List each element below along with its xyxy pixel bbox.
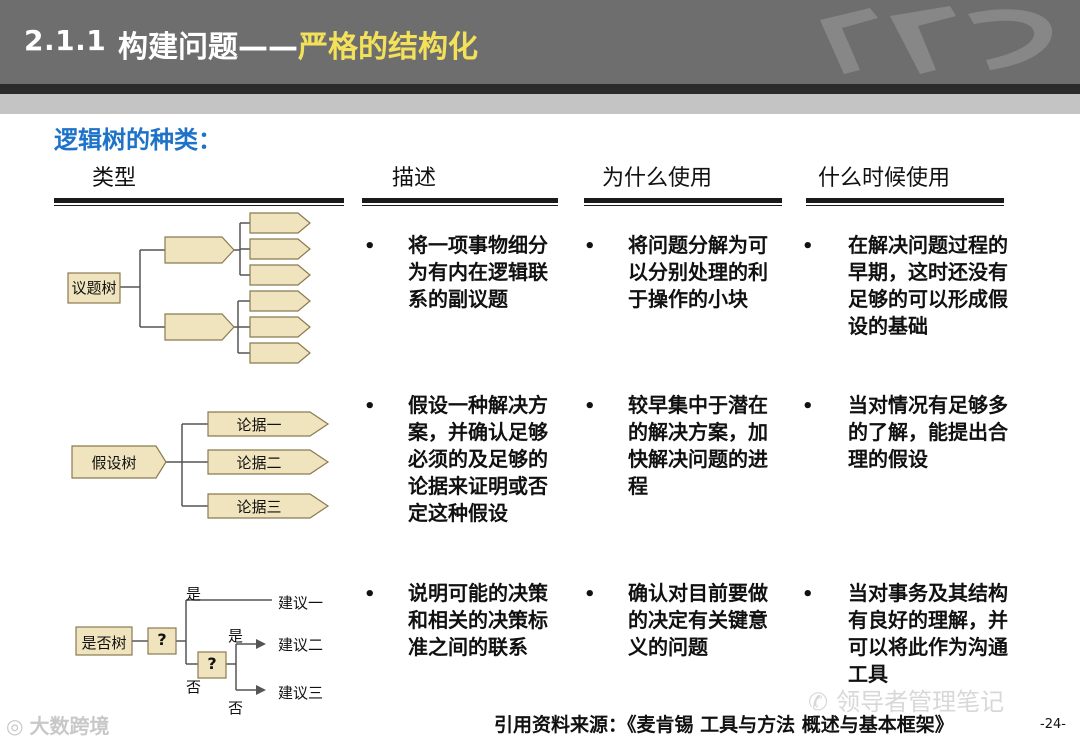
watermark-right: ✆领导者管理笔记 — [808, 688, 1005, 716]
wechat-icon: ✆ — [808, 688, 829, 716]
hypothesis-tree-branch-box — [207, 493, 330, 519]
column-header-when: 什么时候使用 — [818, 166, 951, 191]
bullet: • — [584, 396, 596, 417]
row1-why: 将问题分解为可以分别处理的利于操作的小块 — [628, 233, 768, 311]
header-bar — [0, 0, 1080, 84]
column-header-why: 为什么使用 — [602, 166, 713, 191]
header-band — [0, 94, 1080, 114]
row3-when: 当对事务及其结构有良好的理解，并可以将此作为沟通工具 — [848, 581, 1008, 686]
issue-tree-level2-node — [249, 212, 311, 234]
title-accent-text: 严格的结构化 — [298, 30, 478, 65]
weibo-icon: ◎ — [6, 714, 24, 738]
yes-no-tree-diagram — [75, 599, 272, 695]
hypothesis-tree-root-box — [71, 445, 167, 479]
column-rule — [806, 198, 1004, 203]
no-label: 否 — [186, 678, 202, 696]
issue-tree-level2-node — [249, 316, 311, 338]
bullet: • — [584, 584, 596, 605]
bullet: • — [364, 236, 376, 257]
bullet: • — [802, 236, 814, 257]
decision-mark: ? — [157, 630, 167, 649]
yes-no-root-box — [75, 626, 133, 656]
outcome-3: 建议三 — [278, 684, 324, 702]
yes-label: 是 — [186, 585, 202, 603]
bullet: • — [802, 396, 814, 417]
subtitle: 逻辑树的种类： — [54, 126, 222, 154]
issue-tree-level2-node — [249, 290, 311, 312]
column-rule — [584, 198, 782, 203]
section-number: 2.1.1 — [24, 24, 107, 57]
yes-no-root-label: 是否树 — [81, 634, 127, 652]
bullet: • — [364, 396, 376, 417]
hypothesis-tree-branch-box — [207, 411, 330, 437]
hypothesis-branch-3: 论据三 — [236, 498, 282, 516]
column-rule-thin — [584, 205, 782, 206]
outcome-2: 建议二 — [278, 636, 324, 654]
issue-tree-root-box — [67, 272, 121, 304]
column-rule — [362, 198, 558, 203]
issue-tree-level1-node — [164, 236, 235, 264]
issue-tree-root-label: 议题树 — [71, 279, 117, 297]
issue-tree-level2-node — [249, 264, 311, 286]
arrow-icon — [256, 685, 266, 695]
title-main-text: 构建问题—— — [118, 30, 298, 65]
column-rule-thin — [362, 205, 558, 206]
row3-why: 确认对目前要做的决定有关键意义的问题 — [628, 581, 768, 659]
column-header-description: 描述 — [392, 166, 437, 191]
row2-when: 当对情况有足够多的了解，能提出合理的假设 — [848, 393, 1008, 471]
column-header-type: 类型 — [92, 166, 137, 191]
page-number: -24- — [1040, 717, 1066, 732]
issue-tree-level2-node — [249, 342, 311, 364]
hypothesis-tree-root-label: 假设树 — [91, 454, 137, 472]
hypothesis-tree-diagram — [71, 411, 330, 519]
row2-why: 较早集中于潜在的解决方案，加快解决问题的进程 — [628, 393, 768, 498]
decision-box — [147, 627, 177, 655]
row3-description: 说明可能的决策和相关的决策标准之间的联系 — [408, 581, 548, 659]
no-label: 否 — [228, 699, 244, 717]
footer-source: 引用资料来源：《麦肯锡 工具与方法 概述与基本框架》 — [494, 714, 954, 736]
header-logo-icon — [820, 6, 1053, 74]
hypothesis-tree-branch-box — [207, 449, 330, 475]
hypothesis-branch-2: 论据二 — [236, 454, 282, 472]
bullet: • — [584, 236, 596, 257]
outcome-1: 建议一 — [278, 594, 324, 612]
bullet: • — [802, 584, 814, 605]
arrow-icon — [256, 639, 266, 649]
row2-description: 假设一种解决方案，并确认足够必须的及足够的论据来证明或否定这种假设 — [408, 393, 548, 525]
issue-tree-diagram — [67, 212, 311, 364]
row1-when: 在解决问题过程的早期，这时还没有足够的可以形成假设的基础 — [848, 233, 1008, 338]
decision-mark: ? — [207, 654, 217, 673]
column-rule-thin — [806, 205, 1004, 206]
bullet: • — [364, 584, 376, 605]
column-rule — [54, 198, 344, 203]
yes-label: 是 — [228, 627, 244, 645]
hypothesis-branch-1: 论据一 — [236, 416, 282, 434]
issue-tree-level2-node — [249, 238, 311, 260]
page-title: 构建问题——严格的结构化 — [118, 22, 478, 66]
decision-box — [197, 651, 227, 679]
row1-description: 将一项事物细分为有内在逻辑联系的副议题 — [408, 233, 548, 311]
watermark-left: ◎大数跨境 — [6, 714, 110, 738]
header-stripe — [0, 84, 1080, 94]
column-rule-thin — [54, 205, 344, 206]
issue-tree-level1-node — [164, 313, 235, 341]
